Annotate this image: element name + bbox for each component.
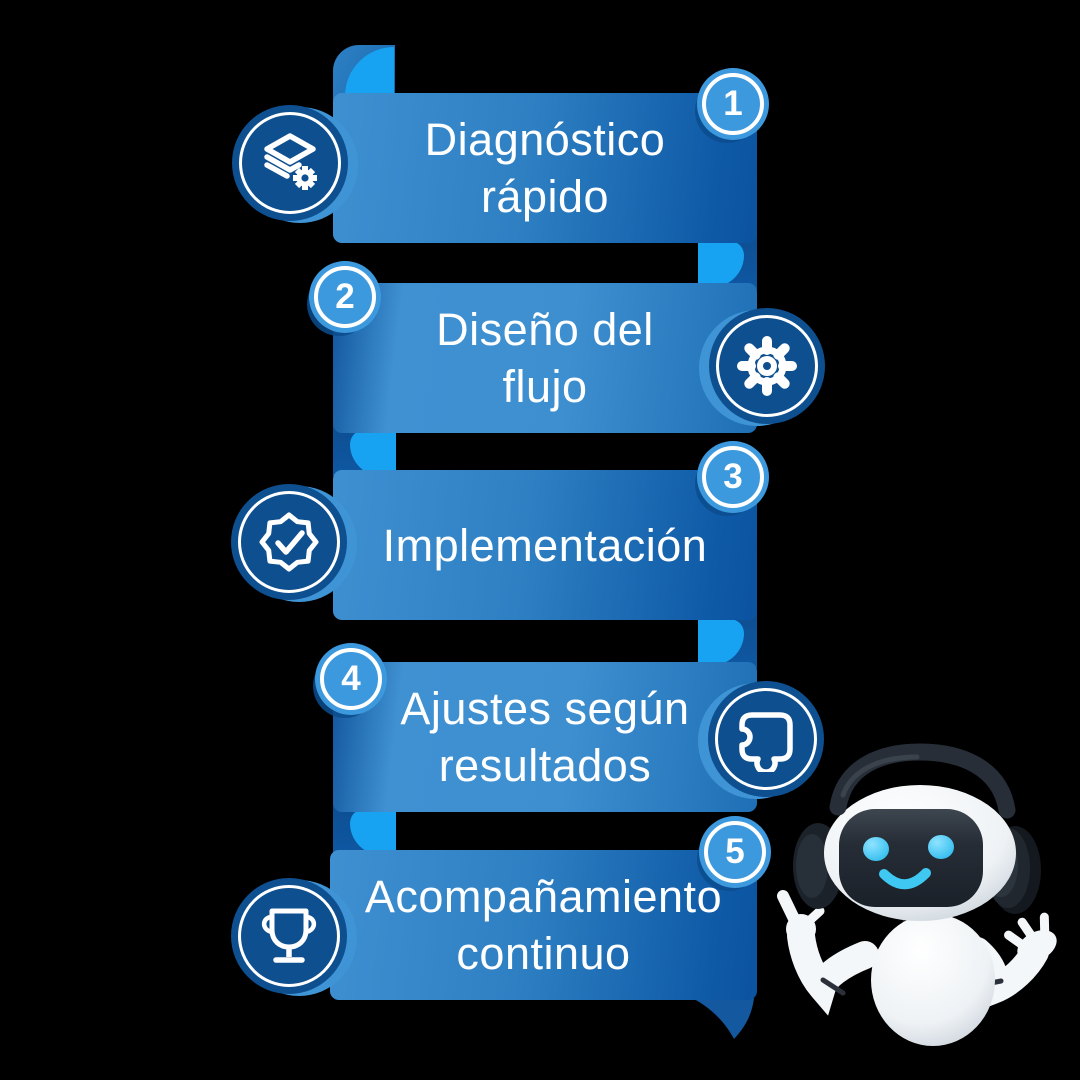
step-3-number-badge: 3 <box>702 446 764 508</box>
step-2-title-line-2: flujo <box>502 361 588 412</box>
step-4-title-line-2: resultados <box>438 740 652 791</box>
step-banner-3: Implementación <box>333 470 757 620</box>
step-2-number: 2 <box>335 277 355 316</box>
step-5-number: 5 <box>725 832 745 871</box>
robot-torso <box>871 914 995 1046</box>
layers-gear-icon <box>264 133 317 190</box>
step-4-title-line-1: Ajustes según <box>400 683 690 734</box>
step-4-number: 4 <box>341 659 361 698</box>
step-1-number-badge: 1 <box>702 73 764 135</box>
step-3-number: 3 <box>723 457 743 496</box>
step-banner-2: Diseño del flujo <box>333 283 757 433</box>
step-banner-4: Ajustes según resultados <box>333 662 757 812</box>
trophy-icon <box>261 908 317 963</box>
step-5-title: Acompañamiento continuo <box>365 868 722 982</box>
step-2-icon-circle <box>709 308 825 424</box>
gear-icon <box>737 336 797 396</box>
step-banner-1: Diagnóstico rápido <box>333 93 757 243</box>
robot-eye-right <box>928 835 954 859</box>
step-1-number: 1 <box>723 84 743 123</box>
step-2-title: Diseño del flujo <box>436 301 654 415</box>
step-5-title-line-1: Acompañamiento <box>364 871 723 922</box>
ribbon-end-tail <box>692 998 754 1039</box>
step-2-title-line-1: Diseño del <box>436 304 654 355</box>
robot-left-arm <box>777 890 879 1016</box>
step-5-number-badge: 5 <box>704 821 766 883</box>
step-1-title-line-1: Diagnóstico <box>424 114 666 165</box>
robot-eye-left <box>863 837 889 861</box>
step-1-title-line-2: rápido <box>480 171 610 222</box>
step-3-title-line-1: Implementación <box>382 519 708 571</box>
step-1-icon-circle <box>232 105 348 221</box>
seal-check-icon <box>259 512 319 572</box>
step-4-number-badge: 4 <box>320 648 382 710</box>
step-5-title-line-2: continuo <box>456 928 631 979</box>
robot-smile <box>879 868 931 890</box>
step-5-icon-circle <box>231 878 347 994</box>
step-3-icon-circle <box>231 484 347 600</box>
robot-face-screen <box>839 809 983 907</box>
step-3-title: Implementación <box>383 517 708 574</box>
step-4-title: Ajustes según resultados <box>400 680 689 794</box>
step-2-number-badge: 2 <box>314 266 376 328</box>
step-1-title: Diagnóstico rápido <box>425 111 666 225</box>
robot-mascot <box>777 743 1057 1046</box>
step-4-icon-circle <box>708 681 824 797</box>
step-banner-5: Acompañamiento continuo <box>330 850 757 1000</box>
